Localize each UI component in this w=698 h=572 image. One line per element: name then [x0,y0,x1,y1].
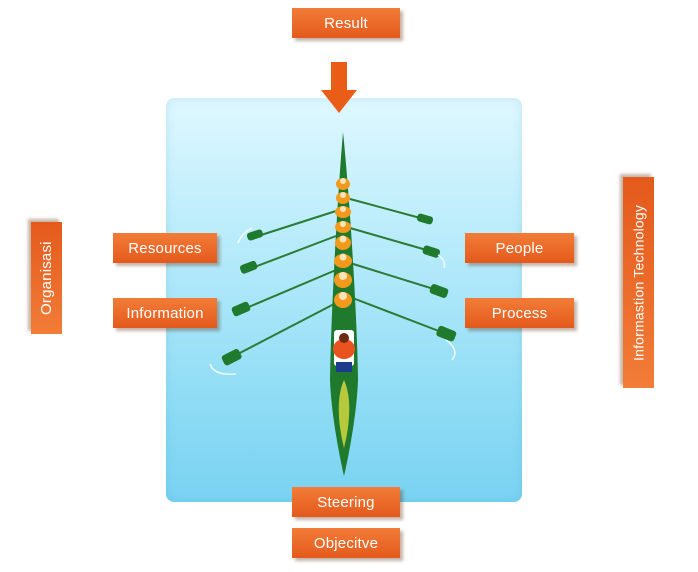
rower [334,253,352,268]
rower [334,272,352,288]
rower [335,221,351,233]
result-label: Result [292,8,400,38]
process-label: Process [465,298,574,328]
objective-label: Objecitve [292,528,400,558]
right-oar-ripples [437,254,456,361]
left-oars [233,210,337,357]
right-oars [349,198,445,334]
resources-label: Resources [113,233,217,263]
down-arrow-icon [321,62,357,113]
left-oar-blades [221,229,264,366]
rowers [333,178,355,372]
rower [336,192,350,204]
organisasi-label: Organisasi [31,222,62,334]
rower [335,235,351,250]
people-label: People [465,233,574,263]
rower [334,292,352,308]
left-oar-ripples [209,227,253,376]
rower [335,206,351,218]
rower [336,178,350,190]
right-oar-blades [416,213,457,342]
information-technology-label: Informastion Technology [623,177,654,388]
coxswain [333,330,355,372]
steering-label: Steering [292,487,400,517]
information-label: Information [113,298,217,328]
